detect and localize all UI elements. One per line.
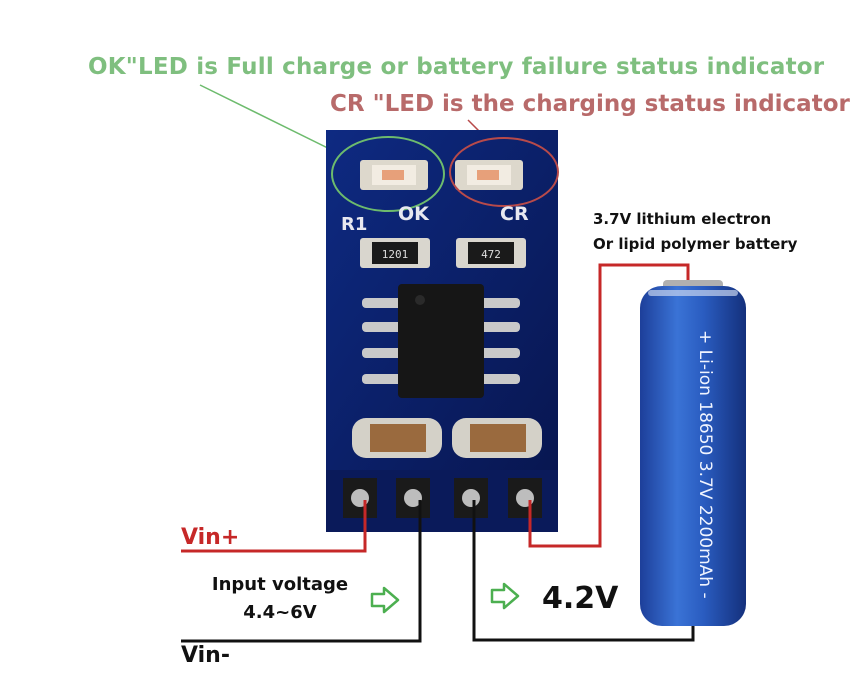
svg-text:472: 472 xyxy=(481,248,501,261)
battery-positive-wire xyxy=(528,263,690,548)
battery-type-line-1: 3.7V lithium electron xyxy=(593,210,772,228)
ok-led xyxy=(360,160,428,190)
resistor-472: 472 xyxy=(456,238,526,268)
input-voltage-line-2: 4.4~6V xyxy=(243,602,317,623)
silk-r1: R1 xyxy=(341,214,367,235)
silk-ok: OK xyxy=(398,203,430,225)
cr-led xyxy=(455,160,523,190)
battery-type-label: 3.7V lithium electron Or lipid polymer b… xyxy=(593,207,797,257)
header-pins xyxy=(343,478,542,518)
ic-chip xyxy=(362,284,520,398)
output-voltage-label: 4.2V xyxy=(542,581,619,616)
resistor-1201: 1201 xyxy=(360,238,430,268)
capacitor-right xyxy=(452,418,542,458)
vin-minus-wire xyxy=(181,500,422,643)
right-arrow-icon xyxy=(490,582,520,610)
cr-highlight-circle xyxy=(449,137,559,207)
vin-plus-wire xyxy=(181,500,367,553)
right-arrow-icon xyxy=(370,586,400,614)
cr-indicator-label: CR "LED is the charging status indicator xyxy=(330,91,850,117)
ok-leader-line xyxy=(199,84,349,159)
vin-minus-label: Vin- xyxy=(181,643,230,668)
ok-highlight-circle xyxy=(331,136,445,212)
capacitor-left xyxy=(352,418,442,458)
vin-plus-label: Vin+ xyxy=(181,525,240,550)
battery-label: + Li-ion 18650 3.7V 2200mAh - xyxy=(695,330,715,599)
input-voltage-label: Input voltage 4.4~6V xyxy=(200,571,360,627)
ok-indicator-label: OK"LED is Full charge or battery failure… xyxy=(88,54,825,80)
battery: + Li-ion 18650 3.7V 2200mAh - xyxy=(640,280,746,626)
silk-cr: CR xyxy=(500,203,529,225)
battery-type-line-2: Or lipid polymer battery xyxy=(593,235,798,253)
input-voltage-line-1: Input voltage xyxy=(211,574,349,595)
svg-text:1201: 1201 xyxy=(382,248,409,261)
battery-negative-wire xyxy=(472,500,695,642)
